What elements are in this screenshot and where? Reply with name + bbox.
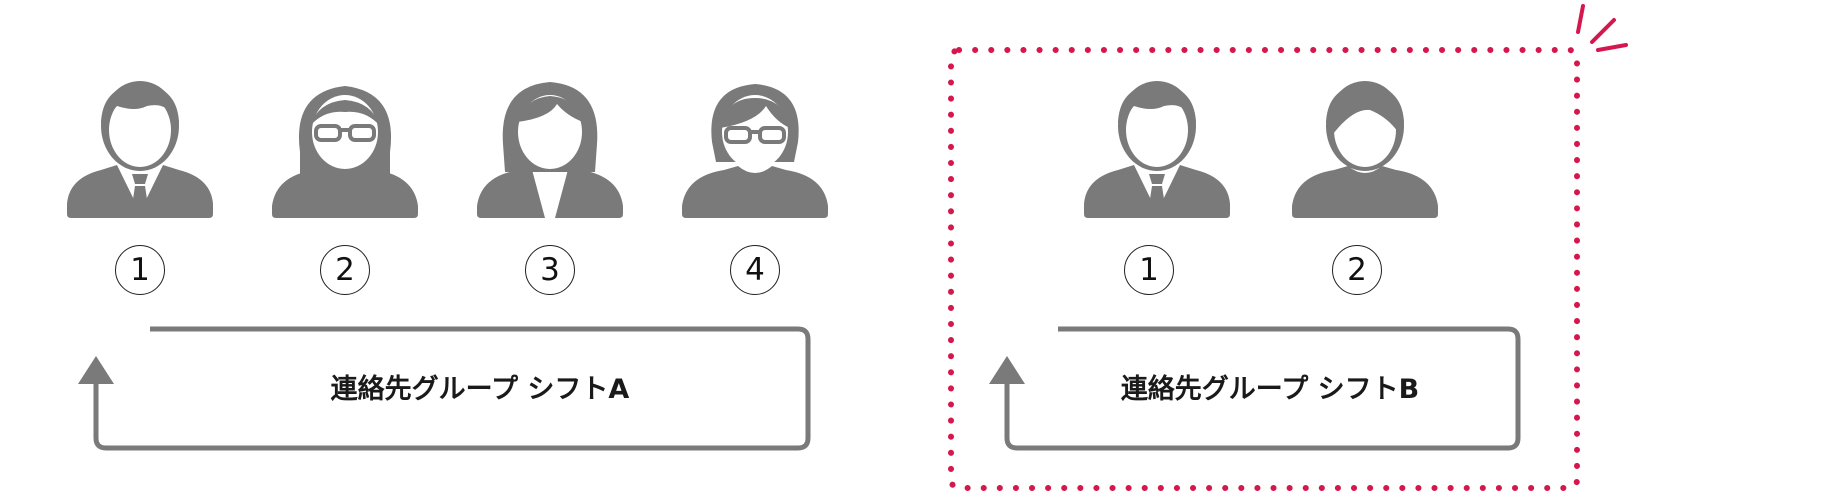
woman-glasses-icon: [272, 86, 418, 218]
member-number: 3: [525, 245, 575, 295]
person-glasses-icon: [682, 84, 828, 218]
member-number: 2: [320, 245, 370, 295]
member-number: 1: [115, 245, 165, 295]
member-number: 2: [1332, 245, 1382, 295]
emphasis-mark-icon: [1576, 4, 1628, 52]
group-label: 連絡先グループ シフトA: [330, 374, 630, 405]
woman-icon: [477, 82, 623, 218]
group-label: 連絡先グループ シフトB: [1120, 374, 1420, 405]
member-number: 1: [1124, 245, 1174, 295]
man-suit-icon: [67, 81, 213, 218]
man-icon: [1292, 81, 1438, 218]
member-number: 4: [730, 245, 780, 295]
man-suit-icon: [1084, 81, 1230, 218]
